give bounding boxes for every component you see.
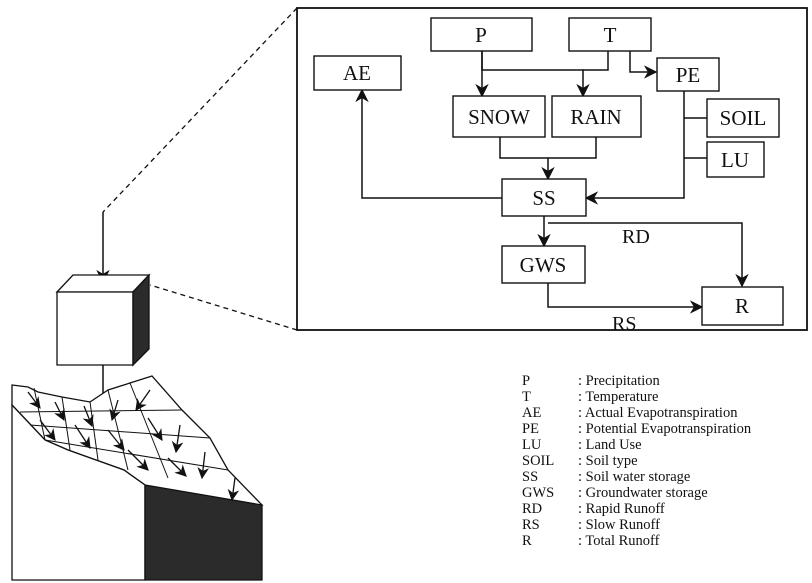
zoom-line-bottom [150, 285, 297, 330]
legend-desc: : Land Use [578, 437, 642, 453]
grid-cell-cube [57, 275, 149, 365]
legend-row: P: Precipitation [522, 373, 751, 389]
legend-abbr: R [522, 533, 578, 549]
legend-row: R: Total Runoff [522, 533, 751, 549]
legend-abbr: LU [522, 437, 578, 453]
node-soil: SOIL [707, 99, 779, 137]
legend: P: Precipitation T: Temperature AE: Actu… [522, 373, 751, 549]
legend-row: RS: Slow Runoff [522, 517, 751, 533]
legend-desc: : Rapid Runoff [578, 501, 665, 517]
node-ae: AE [314, 56, 401, 90]
edge-rain-to-ss [548, 137, 596, 158]
node-ss: SS [502, 179, 586, 216]
edge-snow-to-ss [500, 137, 548, 179]
svg-text:SS: SS [532, 186, 555, 210]
node-snow: SNOW [453, 96, 545, 137]
node-t: T [569, 18, 651, 51]
legend-row: AE: Actual Evapotranspiration [522, 405, 751, 421]
svg-text:P: P [475, 23, 487, 47]
legend-row: LU: Land Use [522, 437, 751, 453]
svg-text:AE: AE [343, 61, 371, 85]
edge-t-to-rain [583, 51, 608, 70]
legend-abbr: P [522, 373, 578, 389]
node-pe: PE [657, 58, 719, 91]
legend-row: T: Temperature [522, 389, 751, 405]
legend-abbr: SS [522, 469, 578, 485]
svg-text:PE: PE [676, 63, 701, 87]
legend-desc: : Temperature [578, 389, 658, 405]
legend-abbr: RS [522, 517, 578, 533]
legend-abbr: T [522, 389, 578, 405]
legend-row: RD: Rapid Runoff [522, 501, 751, 517]
legend-desc: : Groundwater storage [578, 485, 708, 501]
legend-desc: : Precipitation [578, 373, 660, 389]
zoom-line-top [103, 8, 297, 212]
node-r: R [702, 287, 783, 325]
edge-p-to-rain [482, 51, 583, 96]
legend-desc: : Soil type [578, 453, 638, 469]
legend-row: SS: Soil water storage [522, 469, 751, 485]
terrain-block [12, 376, 262, 580]
legend-row: GWS: Groundwater storage [522, 485, 751, 501]
legend-desc: : Total Runoff [578, 533, 659, 549]
legend-desc: : Potential Evapotranspiration [578, 421, 751, 437]
node-lu: LU [707, 142, 764, 177]
svg-text:SNOW: SNOW [468, 105, 530, 129]
legend-desc: : Actual Evapotranspiration [578, 405, 737, 421]
legend-abbr: PE [522, 421, 578, 437]
svg-text:LU: LU [721, 148, 749, 172]
svg-text:RAIN: RAIN [570, 105, 621, 129]
legend-desc: : Slow Runoff [578, 517, 660, 533]
svg-text:R: R [735, 294, 749, 318]
legend-row: SOIL: Soil type [522, 453, 751, 469]
node-rain: RAIN [552, 96, 641, 137]
legend-abbr: RD [522, 501, 578, 517]
legend-desc: : Soil water storage [578, 469, 690, 485]
node-p: P [431, 18, 532, 51]
edge-label-rs: RS [612, 313, 636, 335]
legend-row: PE: Potential Evapotranspiration [522, 421, 751, 437]
legend-abbr: AE [522, 405, 578, 421]
edge-gws-rs-to-r [548, 283, 702, 307]
svg-text:GWS: GWS [520, 253, 567, 277]
edge-label-rd: RD [622, 226, 650, 248]
svg-text:T: T [604, 23, 617, 47]
legend-abbr: GWS [522, 485, 578, 501]
edge-t-to-pe [630, 51, 656, 72]
node-gws: GWS [502, 246, 585, 283]
svg-text:SOIL: SOIL [720, 106, 767, 130]
legend-abbr: SOIL [522, 453, 578, 469]
